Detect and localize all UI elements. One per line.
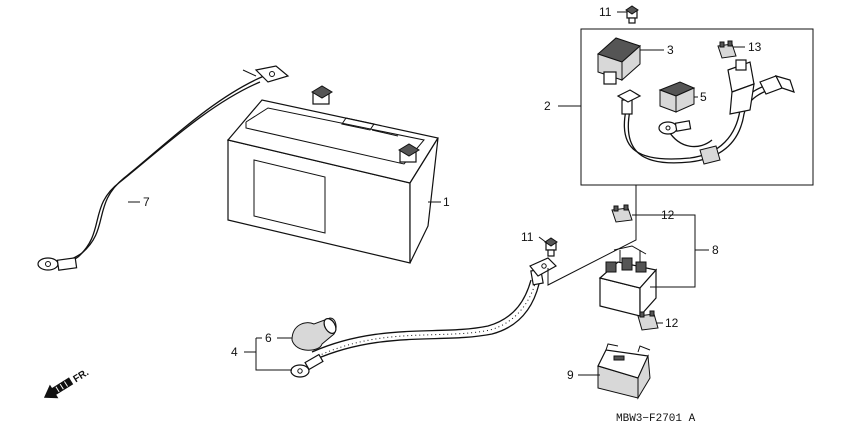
starter-relay xyxy=(598,245,658,318)
callout-5: 5 xyxy=(700,90,707,104)
leader-lines xyxy=(128,11,745,376)
front-direction-arrow: FR. xyxy=(43,367,92,399)
callout-11-lower: 11 xyxy=(521,230,534,244)
callout-7: 7 xyxy=(143,195,150,209)
fuse-lower xyxy=(637,310,659,331)
battery xyxy=(226,85,439,264)
callout-3: 3 xyxy=(667,43,674,57)
callout-13: 13 xyxy=(748,40,762,54)
fuse-upper xyxy=(611,204,633,223)
callout-9: 9 xyxy=(567,368,574,382)
harness-assembly-box xyxy=(580,28,814,186)
wire-harness xyxy=(616,59,795,165)
callout-12-upper: 12 xyxy=(661,208,675,222)
callout-2: 2 xyxy=(544,99,551,113)
callout-1: 1 xyxy=(443,195,450,209)
callout-11-upper: 11 xyxy=(599,5,612,19)
bolt-lower xyxy=(544,237,558,257)
connector-cover xyxy=(658,81,696,113)
positive-cable xyxy=(290,257,557,378)
bolt-upper xyxy=(625,5,639,24)
direction-label: FR. xyxy=(72,367,92,385)
arrow-icon xyxy=(43,377,74,399)
terminal-cover xyxy=(291,317,337,351)
callout-4: 4 xyxy=(231,345,238,359)
callout-12-lower: 12 xyxy=(665,316,679,330)
callout-6: 6 xyxy=(265,331,272,345)
diagram-code: MBW3−F2701 A xyxy=(616,413,696,425)
negative-cable xyxy=(37,65,290,271)
relay-cover xyxy=(597,343,651,400)
callout-labels: 1 2 3 4 5 6 7 8 9 11 11 12 12 13 xyxy=(143,5,762,382)
terminal-cap xyxy=(597,37,641,85)
fuse-in-box xyxy=(717,40,737,59)
callout-8: 8 xyxy=(712,243,719,257)
